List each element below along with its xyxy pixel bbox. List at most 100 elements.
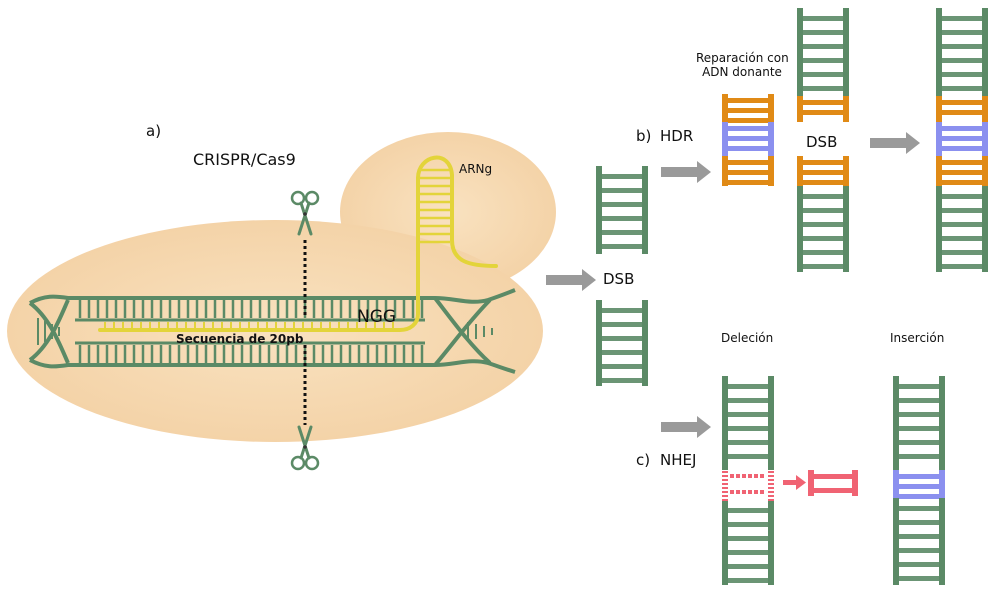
guide-rna-label: ARNg (459, 162, 493, 176)
ladder-rung (726, 522, 770, 527)
ladder-rung (940, 208, 984, 213)
block-rail (982, 156, 988, 186)
ladder-rung (801, 58, 845, 63)
ladder-rung (600, 174, 644, 179)
deleted-rung (742, 474, 746, 478)
block-rung (940, 146, 984, 151)
deleted-rung (748, 490, 752, 494)
block-rail (768, 122, 774, 156)
hdr-result-arm-top (936, 96, 988, 122)
panel-c-letter: c) (636, 451, 651, 469)
fragment-rung (810, 474, 856, 479)
deleted-rung (760, 474, 764, 478)
scissors-blade (297, 201, 311, 236)
ladder-rung (801, 222, 845, 227)
deleted-rung (754, 474, 758, 478)
donor-insert (722, 122, 774, 156)
block-rung (726, 126, 770, 131)
ladder-rung (600, 378, 644, 383)
ladder-rail (843, 8, 849, 96)
ladder-rung (897, 412, 941, 417)
ladder-rail (939, 498, 945, 585)
block-rail (768, 156, 774, 186)
ladder-rung (940, 194, 984, 199)
deleted-rail (722, 471, 728, 473)
ladder-rung (801, 250, 845, 255)
center-dsb-label: DSB (603, 270, 635, 288)
block-rung (897, 474, 941, 479)
fragment-rail (852, 470, 858, 496)
ladder-rung (897, 440, 941, 445)
ladder-rung (726, 578, 770, 583)
ladder-rung (897, 426, 941, 431)
block-rung (726, 136, 770, 141)
ladder-rung (801, 236, 845, 241)
red-arrow-head (796, 475, 806, 490)
block-rung (940, 180, 984, 185)
hdr-result-arm-bottom (936, 156, 988, 186)
target-dna-helix (28, 288, 516, 374)
hdr-homology-bottom (797, 156, 849, 186)
deleted-rail (722, 499, 728, 501)
deletion-ladder-bottom (722, 500, 774, 585)
ladder-rung (726, 384, 770, 389)
scissors-pivot (303, 212, 307, 216)
hdr-result-insert (936, 122, 988, 156)
block-rail (722, 94, 728, 122)
scissors-handle (304, 455, 320, 471)
ladder-rail (939, 376, 945, 470)
ladder-rung (940, 16, 984, 21)
center-ladder-bottom (596, 300, 648, 386)
ladder-rung (600, 322, 644, 327)
ladder-rung (726, 440, 770, 445)
ladder-rail (596, 166, 602, 254)
ladder-rung (940, 250, 984, 255)
ladder-rail (722, 500, 728, 585)
deleted-rung (754, 490, 758, 494)
block-rail (936, 156, 942, 186)
block-rung (726, 108, 770, 113)
deletion-label: Deleción (721, 331, 774, 345)
scissors-pivot (303, 445, 307, 449)
hdr-dsb-label: DSB (806, 133, 838, 151)
block-rail (722, 156, 728, 186)
ladder-rung (726, 550, 770, 555)
block-rail (797, 96, 803, 122)
block-rung (940, 136, 984, 141)
scissors-blade (299, 425, 313, 460)
deletion-arrow (783, 475, 806, 490)
block-rail (936, 96, 942, 122)
scissors-icon (290, 425, 320, 471)
block-rung (940, 110, 984, 115)
helix-strand-bottom (29, 358, 516, 374)
helix-cross-left (28, 301, 70, 364)
hdr-target-bottom (797, 186, 849, 272)
donor-label: Reparación con ADN donante (696, 51, 789, 79)
block-rung (801, 170, 845, 175)
ladder-rung (726, 454, 770, 459)
deleted-rail (768, 491, 774, 493)
ladder-rail (768, 376, 774, 470)
ladder-rung (600, 336, 644, 341)
deleted-rail (722, 483, 728, 485)
ladder-rail (982, 8, 988, 96)
ladder-rung (940, 222, 984, 227)
ladder-rung (897, 562, 941, 567)
block-rung (940, 160, 984, 165)
ladder-rung (600, 244, 644, 249)
block-rung (801, 100, 845, 105)
ladder-rung (940, 264, 984, 269)
pam-label: NGG (357, 307, 397, 327)
fragment-rail (808, 470, 814, 496)
scissors-handle (304, 190, 320, 206)
block-rail (939, 470, 945, 498)
deleted-rail (722, 475, 728, 477)
ladder-rung (940, 44, 984, 49)
deleted-rung (760, 490, 764, 494)
ladder-rung (801, 86, 845, 91)
block-rail (722, 122, 728, 156)
deletion-ladder-top (722, 376, 774, 470)
deleted-rung (736, 490, 740, 494)
block-rail (936, 122, 942, 156)
